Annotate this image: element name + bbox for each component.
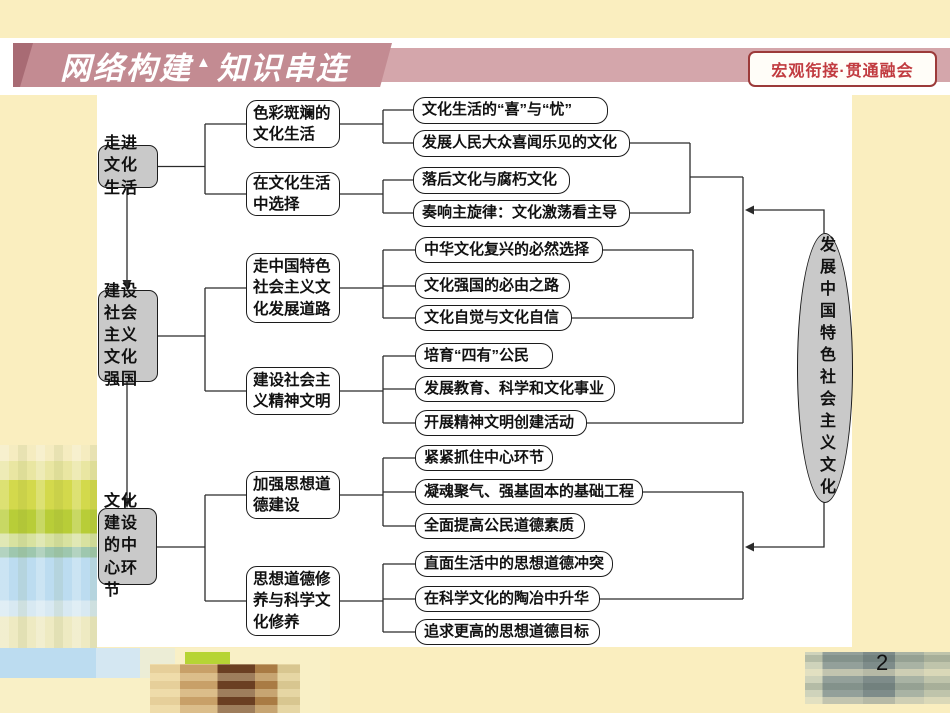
node-leaf-popular-culture: 发展人民大众喜闻乐见的文化 — [413, 130, 630, 157]
page-title: 网络构建 ▲ 知识串连 — [60, 43, 349, 87]
node-mid-spiritual-civilization: 建设社会主义精神文明 — [246, 367, 340, 415]
page-number: 2 — [876, 650, 889, 675]
title-banner — [20, 43, 392, 87]
node-leaf-backward-decadent-culture: 落后文化与腐朽文化 — [413, 167, 570, 194]
node-leaf-main-melody: 奏响主旋律：文化激荡看主导 — [413, 200, 630, 227]
node-leaf-four-haves-citizens: 培育“四有”公民 — [415, 343, 553, 369]
node-root-enter-cultural-life: 走进文化生活 — [98, 135, 158, 197]
corner-badge: 宏观衔接·贯通融会 — [748, 51, 937, 87]
node-root-build-cultural-power: 建设社会主义文化强国 — [98, 283, 158, 388]
node-mid-colorful-cultural-life: 色彩斑斓的文化生活 — [246, 100, 340, 148]
node-leaf-foundation-project: 凝魂聚气、强基固本的基础工程 — [415, 479, 643, 505]
summary-ellipse-label: 发展中国特色社会主义文化 — [817, 236, 834, 500]
node-mid-ideological-moral-construction: 加强思想道德建设 — [246, 471, 340, 519]
node-leaf-pursue-higher-goals: 追求更高的思想道德目标 — [415, 619, 600, 645]
node-leaf-citizen-moral-quality: 全面提高公民道德素质 — [415, 513, 585, 539]
node-mid-choose-in-cultural-life: 在文化生活中选择 — [246, 172, 340, 216]
photo-mosaic-blue-strip — [0, 648, 175, 678]
page-title-right: 知识串连 — [216, 50, 349, 86]
node-leaf-awareness-confidence: 文化自觉与文化自信 — [415, 305, 572, 331]
node-leaf-civilization-activities: 开展精神文明创建活动 — [415, 410, 587, 436]
photo-mosaic-brown-patch — [150, 664, 300, 713]
node-mid-socialist-cultural-road: 走中国特色社会主义文化发展道路 — [246, 253, 340, 323]
summary-ellipse: 发展中国特色社会主义文化 — [797, 233, 853, 503]
node-leaf-inevitable-choice: 中华文化复兴的必然选择 — [415, 237, 603, 263]
node-leaf-only-road: 文化强国的必由之路 — [415, 273, 570, 299]
node-leaf-grasp-central-link: 紧紧抓住中心环节 — [415, 445, 553, 471]
node-leaf-joy-and-worry: 文化生活的“喜”与“忧” — [413, 97, 608, 124]
node-leaf-sublimate-in-science-culture: 在科学文化的陶冶中升华 — [415, 586, 600, 612]
node-mid-moral-scientific-cultivation: 思想道德修养与科学文化修养 — [246, 566, 340, 636]
photo-mosaic-bottom — [0, 648, 330, 713]
page-title-left: 网络构建 — [60, 50, 192, 86]
photo-mosaic-gray-strip — [805, 652, 950, 704]
node-leaf-face-moral-conflicts: 直面生活中的思想道德冲突 — [415, 551, 613, 577]
node-leaf-education-science-culture: 发展教育、科学和文化事业 — [415, 376, 615, 402]
node-root-central-link: 文化建设的中心环节 — [98, 493, 157, 599]
title-separator-icon: ▲ — [196, 53, 213, 71]
